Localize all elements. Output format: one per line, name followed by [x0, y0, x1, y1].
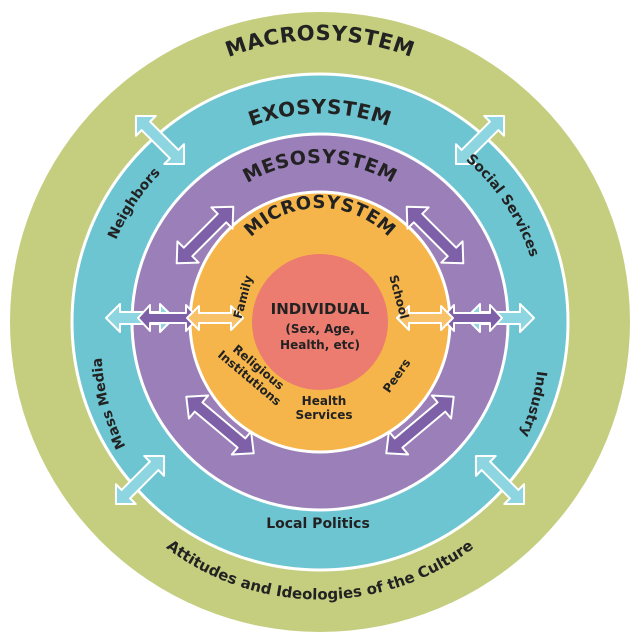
double-arrow-icon	[186, 305, 244, 331]
microsystem-health-line1: Health	[302, 394, 347, 408]
curved-arrow-icon	[405, 205, 465, 265]
double-arrow-icon	[454, 114, 506, 166]
curved-arrow-icon	[385, 394, 455, 456]
double-arrow-icon	[474, 454, 526, 506]
curved-arrow-icon	[185, 394, 255, 456]
individual-line2: Health, etc)	[280, 338, 360, 352]
exosystem-local-politics-label: Local Politics	[266, 516, 370, 532]
individual-title: INDIVIDUAL	[271, 300, 370, 318]
double-arrow-icon	[396, 305, 454, 331]
microsystem-health-line2: Services	[295, 408, 352, 422]
double-arrow-icon	[114, 454, 166, 506]
double-arrow-icon	[441, 304, 503, 332]
microsystem-arrows	[186, 305, 454, 331]
individual-line1: (Sex, Age,	[285, 322, 354, 336]
individual-core	[252, 254, 388, 390]
mesosystem-arrows	[137, 205, 503, 456]
curved-arrow-icon	[175, 205, 235, 265]
double-arrow-icon	[134, 114, 186, 166]
